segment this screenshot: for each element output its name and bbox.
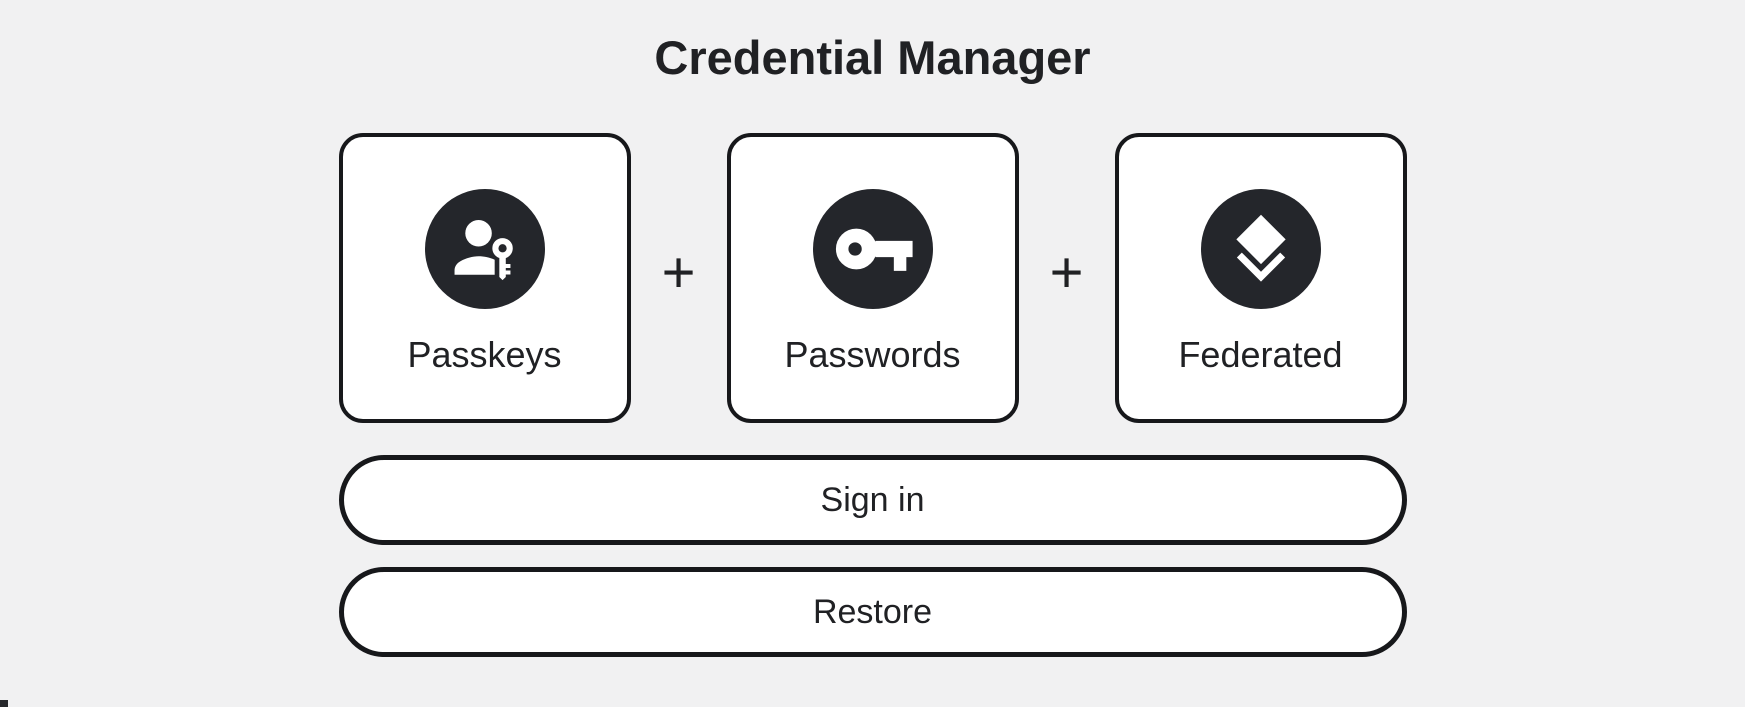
layers-icon: [1235, 215, 1286, 283]
federated-label: Federated: [1178, 334, 1343, 376]
page-title: Credential Manager: [654, 31, 1091, 84]
passkeys-label: Passkeys: [407, 334, 562, 376]
passwords-label: Passwords: [784, 334, 961, 376]
passkeys-icon-circle: [424, 189, 545, 310]
key-icon: [835, 228, 913, 272]
plus-separator: +: [1049, 240, 1084, 306]
card-federated: Federated: [1114, 133, 1407, 424]
corner-artifact: [0, 700, 8, 707]
sign-in-button[interactable]: Sign in: [338, 455, 1407, 546]
card-passwords: Passwords: [726, 133, 1019, 424]
passwords-icon-circle: [812, 189, 933, 310]
credential-manager-panel: Credential Manager Passkeys +: [338, 0, 1407, 658]
credential-types-row: Passkeys + Passwords + Federated: [338, 133, 1407, 424]
plus-separator: +: [661, 240, 696, 306]
restore-button[interactable]: Restore: [338, 567, 1407, 658]
federated-icon-circle: [1200, 189, 1321, 310]
passkey-icon: [454, 220, 513, 281]
card-passkeys: Passkeys: [338, 133, 631, 424]
